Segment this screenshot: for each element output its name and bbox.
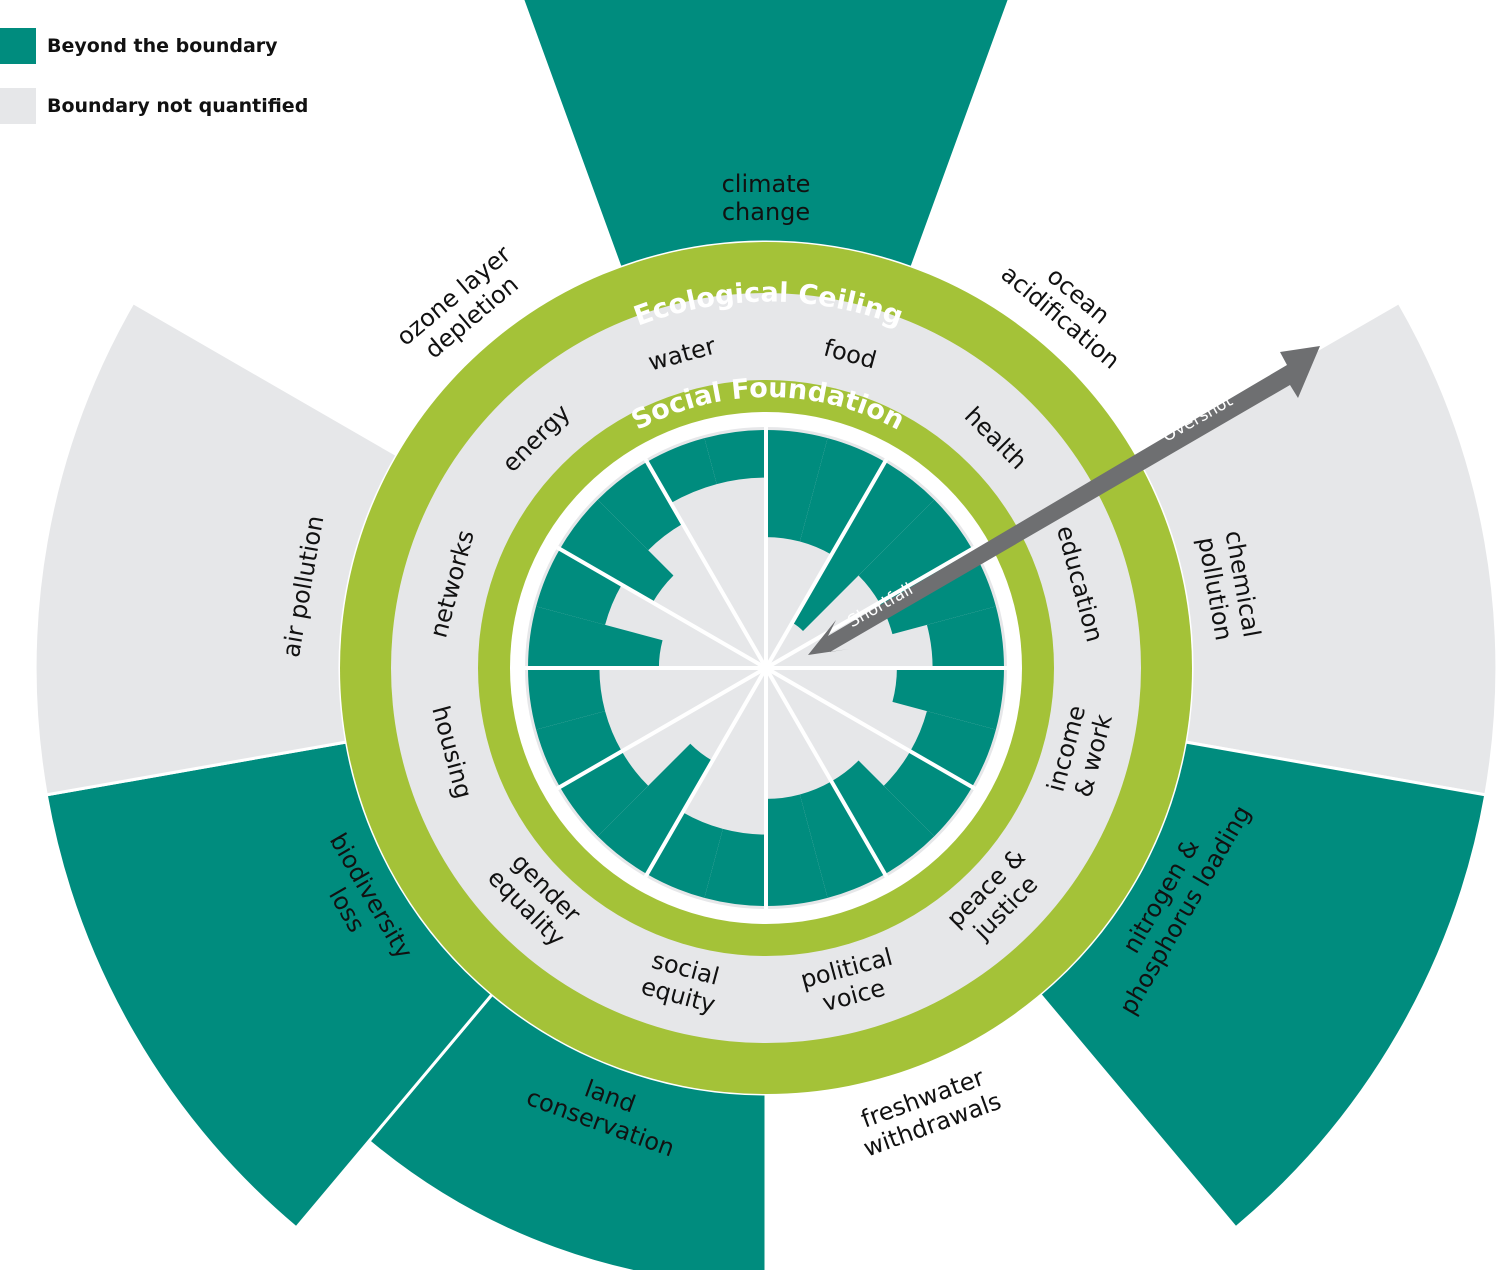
arrow-shape [808, 346, 1320, 655]
social-shortfall-layer [528, 430, 1004, 906]
legend-swatch-not-quantified [0, 88, 36, 124]
shortfall-wedge-income-work-a [892, 668, 1004, 730]
shortfall-wedge-social-equity-b [647, 812, 723, 898]
shortfall-wedge-income-work-b [910, 711, 996, 787]
shortfall-wedge-health-b [858, 499, 973, 603]
legend-swatch-beyond [0, 28, 36, 64]
overshoot-sector-climate-change [521, 0, 1011, 270]
divider-line [764, 458, 889, 669]
shortfall-wedge-political-voice-b [766, 794, 828, 906]
divider-line [643, 458, 768, 669]
shortfall-wedge-networks-a [528, 606, 663, 668]
legend-label-beyond: Beyond the boundary [47, 35, 278, 57]
shortfall-wedge-education-b [926, 606, 1004, 668]
shortfall-wedge-energy-b [597, 461, 683, 551]
overshoot-sector-chemical-pollution [1132, 300, 1499, 797]
shortfall-wedge-housing-a [536, 711, 622, 787]
shortfall-wedge-political-voice-a [799, 781, 885, 898]
legend-item-not-quantified: Boundary not quantified [0, 88, 308, 124]
legend: Beyond the boundary Boundary not quantif… [0, 28, 308, 148]
shortfall-wedge-water-a [647, 438, 717, 504]
shortfall-wedge-peace-justice-a [883, 751, 973, 837]
shortfall-wedge-gender-equality-a [597, 743, 713, 875]
legend-item-beyond: Beyond the boundary [0, 28, 308, 64]
shortfall-wedge-energy-a [559, 499, 674, 603]
shortfall-wedge-food-a [766, 430, 828, 542]
overshoot-sector-air-pollution [33, 300, 400, 797]
shortfall-wedge-gender-equality-b [559, 751, 649, 837]
divider-line [556, 666, 768, 791]
ecological-overshoot-layer [33, 0, 1499, 1270]
divider-line [764, 545, 976, 670]
divider-line [764, 666, 976, 791]
divider-line [764, 666, 889, 878]
shortfall-wedge-social-equity-a [704, 828, 766, 906]
divider-line [556, 545, 768, 670]
legend-label-not-quantified: Boundary not quantified [47, 95, 309, 117]
social-dividers [525, 427, 1007, 909]
shortfall-wedge-health-a [792, 461, 935, 631]
shortfall-wedge-water-b [704, 430, 766, 485]
shortfall-wedge-housing-b [528, 668, 606, 730]
shortfall-wedge-peace-justice-b [831, 760, 935, 875]
shortfall-wedge-networks-b [536, 549, 622, 625]
shortfall-wedge-food-b [799, 438, 885, 555]
divider-line [643, 666, 768, 878]
